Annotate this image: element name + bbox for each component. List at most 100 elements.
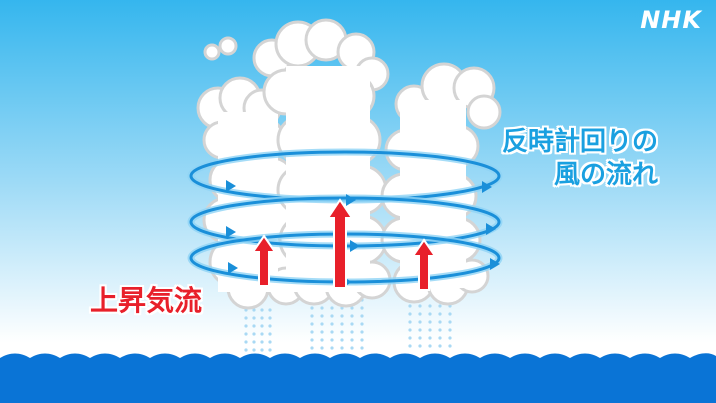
rain-drop xyxy=(244,348,248,352)
ccw-wind-label-line1: 反時計回りの xyxy=(502,127,659,157)
rain-drop xyxy=(330,330,334,334)
rain-drop xyxy=(244,324,248,328)
rain-drop xyxy=(448,336,452,340)
updraft-arrow-right xyxy=(411,238,437,291)
rain-drop xyxy=(350,322,354,326)
rain-drop xyxy=(360,338,364,342)
rain-drop xyxy=(360,306,364,310)
rain-drop xyxy=(330,338,334,342)
rain-drop xyxy=(244,332,248,336)
rain-drop xyxy=(340,346,344,350)
rain-drop xyxy=(418,312,422,316)
updraft-label: 上昇気流 xyxy=(90,284,203,317)
rain-drop xyxy=(448,320,452,324)
sea xyxy=(0,353,716,403)
rain-drop xyxy=(350,330,354,334)
rain-drop xyxy=(438,304,442,308)
rain-drop xyxy=(310,346,314,350)
rain-drop xyxy=(252,324,256,328)
rain-drop xyxy=(340,314,344,318)
rain-drop xyxy=(252,340,256,344)
rain-drop xyxy=(340,322,344,326)
rain-drop xyxy=(260,316,264,320)
rain-drop xyxy=(428,312,432,316)
rain-drop xyxy=(350,346,354,350)
rain-drop xyxy=(408,320,412,324)
rain-drop xyxy=(268,348,272,352)
rain-drop xyxy=(310,314,314,318)
rain-drop xyxy=(252,348,256,352)
rain-drop xyxy=(320,322,324,326)
rain-drop xyxy=(268,308,272,312)
rain-drop xyxy=(320,346,324,350)
rain-drop xyxy=(360,322,364,326)
updraft-arrow-center xyxy=(326,198,354,289)
rain-drop xyxy=(260,324,264,328)
rain-drop xyxy=(260,340,264,344)
rain-drop xyxy=(438,344,442,348)
rain-drop xyxy=(408,344,412,348)
rain-drop xyxy=(360,314,364,318)
rain-drop xyxy=(244,316,248,320)
rain-drop xyxy=(310,322,314,326)
rain-drop xyxy=(330,322,334,326)
rain-drop xyxy=(350,338,354,342)
rain-drop xyxy=(408,304,412,308)
rain-drop xyxy=(438,328,442,332)
rain-drop xyxy=(310,338,314,342)
rain-drop xyxy=(448,328,452,332)
rain-drop xyxy=(418,336,422,340)
rain-drop xyxy=(428,304,432,308)
ccw-wind-label: 反時計回りの 風の流れ xyxy=(476,126,658,191)
rain-drop xyxy=(320,306,324,310)
ccw-wind-label-line2: 風の流れ xyxy=(554,159,659,190)
rain-drop xyxy=(360,346,364,350)
rain-drop xyxy=(268,316,272,320)
rain-drop xyxy=(438,312,442,316)
rain-drop xyxy=(418,344,422,348)
rain-drop xyxy=(320,338,324,342)
rain-drop xyxy=(408,328,412,332)
rain-drop xyxy=(428,344,432,348)
rain-drop xyxy=(438,336,442,340)
rain-drop xyxy=(418,304,422,308)
rain-drop xyxy=(268,332,272,336)
rain-drop xyxy=(330,346,334,350)
rain-drop xyxy=(340,338,344,342)
rain-drop xyxy=(268,324,272,328)
rain-streaks xyxy=(244,298,452,352)
rain-drop xyxy=(350,306,354,310)
rain-drop xyxy=(244,340,248,344)
rain-drop xyxy=(418,320,422,324)
rain-drop xyxy=(260,332,264,336)
rain-drop xyxy=(360,330,364,334)
rain-drop xyxy=(252,316,256,320)
rain-drop xyxy=(408,312,412,316)
cloud-right xyxy=(380,62,502,306)
rain-drop xyxy=(428,328,432,332)
rain-drop xyxy=(310,330,314,334)
rain-drop xyxy=(428,320,432,324)
rain-drop xyxy=(252,308,256,312)
rain-drop xyxy=(330,306,334,310)
rain-drop xyxy=(330,314,334,318)
rain-drop xyxy=(268,340,272,344)
rain-drop xyxy=(260,308,264,312)
rain-drop xyxy=(260,348,264,352)
nhk-logo: NHK xyxy=(640,6,702,34)
rain-drop xyxy=(340,330,344,334)
rain-drop xyxy=(448,344,452,348)
rain-drop xyxy=(252,332,256,336)
rain-drop xyxy=(310,306,314,310)
rain-drop xyxy=(438,320,442,324)
rain-drop xyxy=(320,330,324,334)
rain-drop xyxy=(428,336,432,340)
rain-drop xyxy=(418,328,422,332)
updraft-arrow-left xyxy=(251,234,277,287)
rain-drop xyxy=(448,312,452,316)
rain-drop xyxy=(350,314,354,318)
rain-drop xyxy=(408,336,412,340)
rain-drop xyxy=(320,314,324,318)
